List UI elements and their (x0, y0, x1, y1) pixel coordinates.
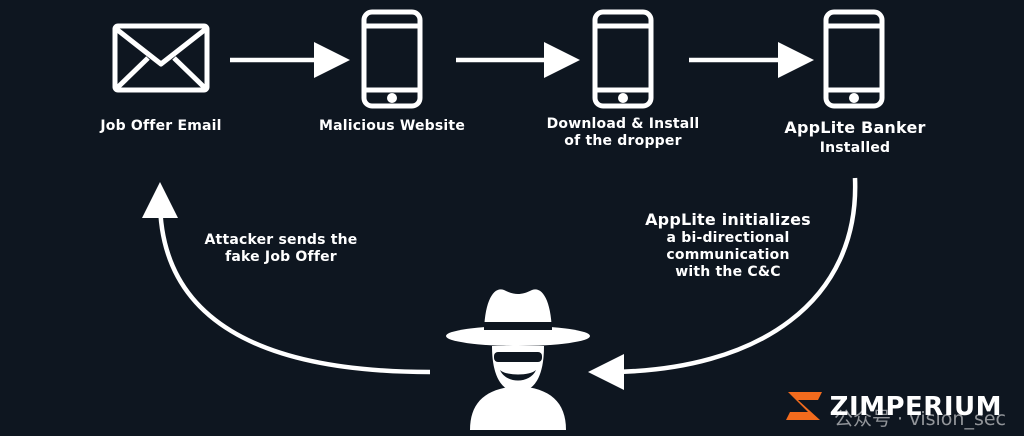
label-download-install: Download & Install of the dropper (546, 116, 700, 149)
envelope-icon (112, 23, 210, 93)
arrow-attacker-to-email (142, 182, 431, 375)
label-applite-initializes: AppLite initializes a bi-directional com… (645, 210, 811, 280)
label-job-offer-email: Job Offer Email (100, 118, 222, 134)
spy-icon (446, 289, 590, 430)
zimperium-logo-mark (786, 392, 822, 420)
phone-icon-banker (823, 9, 885, 109)
zimperium-brand-text: ZIMPERIUM (829, 392, 1002, 422)
watermark-text: 公众号 · vision_sec (833, 408, 1006, 430)
label-applite-installed: AppLite Banker Installed (784, 118, 926, 156)
arrow-banker-to-attacker (588, 177, 858, 390)
label-malicious-website: Malicious Website (318, 118, 466, 134)
phone-icon-website (361, 9, 423, 109)
label-attacker-sends: Attacker sends the fake Job Offer (204, 232, 358, 265)
phone-icon-dropper (592, 9, 654, 109)
